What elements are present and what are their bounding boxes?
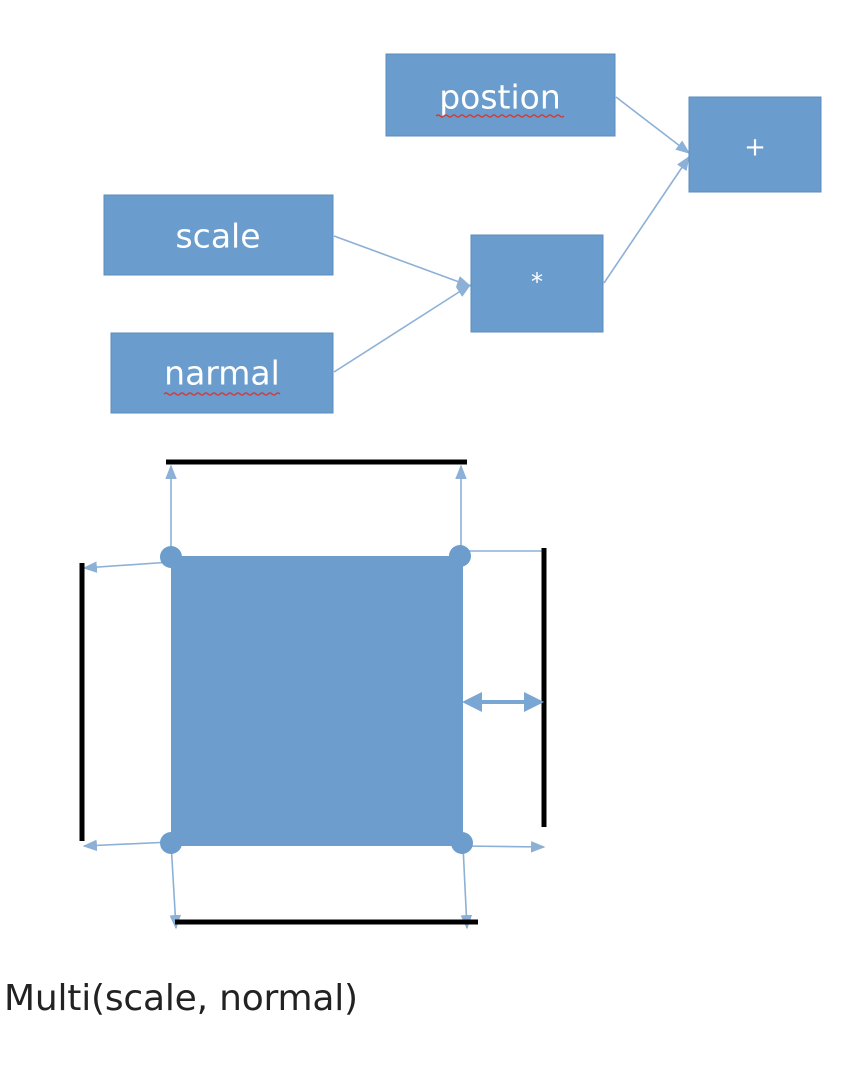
normal-node: narmal (110, 332, 334, 414)
connector-normal-to-multiply (333, 284, 472, 373)
vertex-bottom-right (451, 832, 473, 854)
scale-node-label: scale (175, 217, 260, 256)
scale-illustration (79, 459, 547, 930)
multiply-node-label: * (531, 268, 543, 296)
node-graph: postion + scale * narmal (103, 53, 822, 414)
vertex-bottom-left (160, 832, 182, 854)
arrow-bottom-left-left (82, 839, 172, 852)
position-node-label: postion (439, 78, 561, 117)
formula-caption: Multi(scale, normal) (4, 978, 358, 1019)
arrow-bottom-right-down (460, 845, 473, 930)
scale-node: scale (103, 194, 334, 276)
plus-node: + (688, 96, 822, 193)
spellcheck-underline (163, 392, 281, 396)
vertex-normal-arrows (82, 464, 546, 930)
connectors (333, 96, 691, 373)
multiply-node: * (470, 234, 604, 333)
arrow-bottom-left-down (169, 841, 181, 930)
connector-multiply-to-plus (603, 155, 690, 284)
connector-scale-to-multiply (333, 235, 472, 287)
position-node: postion (385, 53, 616, 137)
arrow-top-left-left (82, 561, 172, 573)
vertex-top-left (160, 546, 182, 568)
connector-position-to-plus (615, 96, 691, 154)
arrow-bottom-right-right (462, 841, 546, 853)
vertex-top-right (449, 545, 471, 567)
vertex-dots (160, 545, 473, 854)
plus-node-label: + (744, 133, 766, 163)
scaled-outline (79, 459, 547, 925)
spellcheck-underline (435, 114, 565, 118)
mesh-square (171, 556, 463, 846)
normal-node-label: narmal (164, 354, 280, 393)
